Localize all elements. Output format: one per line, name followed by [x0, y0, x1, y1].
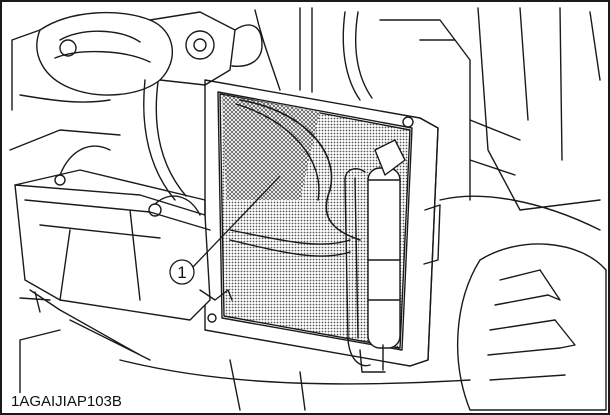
figure-code: 1AGAIJIAP103B [8, 393, 125, 411]
callout-number: 1 [177, 263, 186, 282]
callout-leader [191, 175, 281, 269]
refrigerant-line [344, 179, 371, 367]
condenser-frame [204, 79, 441, 367]
battery-cable [29, 289, 151, 361]
receiver-drier [359, 139, 406, 373]
hose-upper-left [143, 79, 176, 201]
cab-frame [379, 7, 601, 231]
battery [14, 145, 211, 321]
callout-circle [169, 259, 195, 285]
engine-assembly [11, 11, 263, 111]
tire [457, 243, 607, 411]
